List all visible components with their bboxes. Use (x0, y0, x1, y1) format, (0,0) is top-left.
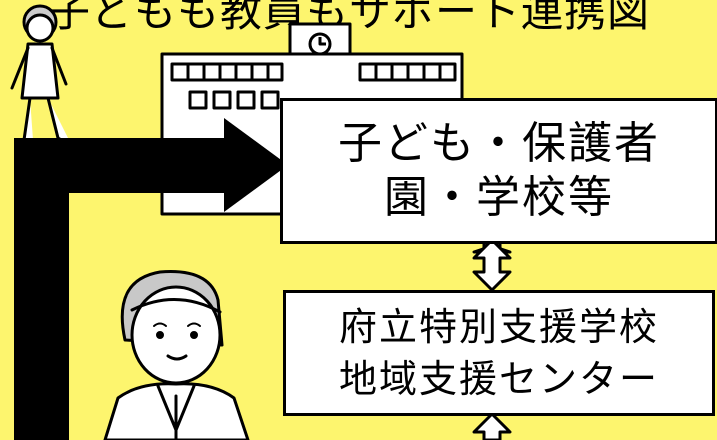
double-arrow-icon (472, 238, 512, 292)
box-bottom-line1: 府立特別支援学校 (338, 305, 659, 349)
support-center-box: 府立特別支援学校 地域支援センター (283, 290, 715, 416)
walking-child-icon (10, 4, 74, 156)
box-top-line2: 園・学校等 (384, 172, 614, 223)
arrow-right-icon (14, 118, 288, 440)
teacher-icon (103, 270, 250, 440)
children-guardians-box: 子ども・保護者 園・学校等 (280, 98, 717, 244)
bottom-arrow-icon (472, 412, 512, 440)
box-bottom-line2: 地域支援センター (338, 357, 659, 401)
box-top-line1: 子ども・保護者 (338, 118, 660, 169)
